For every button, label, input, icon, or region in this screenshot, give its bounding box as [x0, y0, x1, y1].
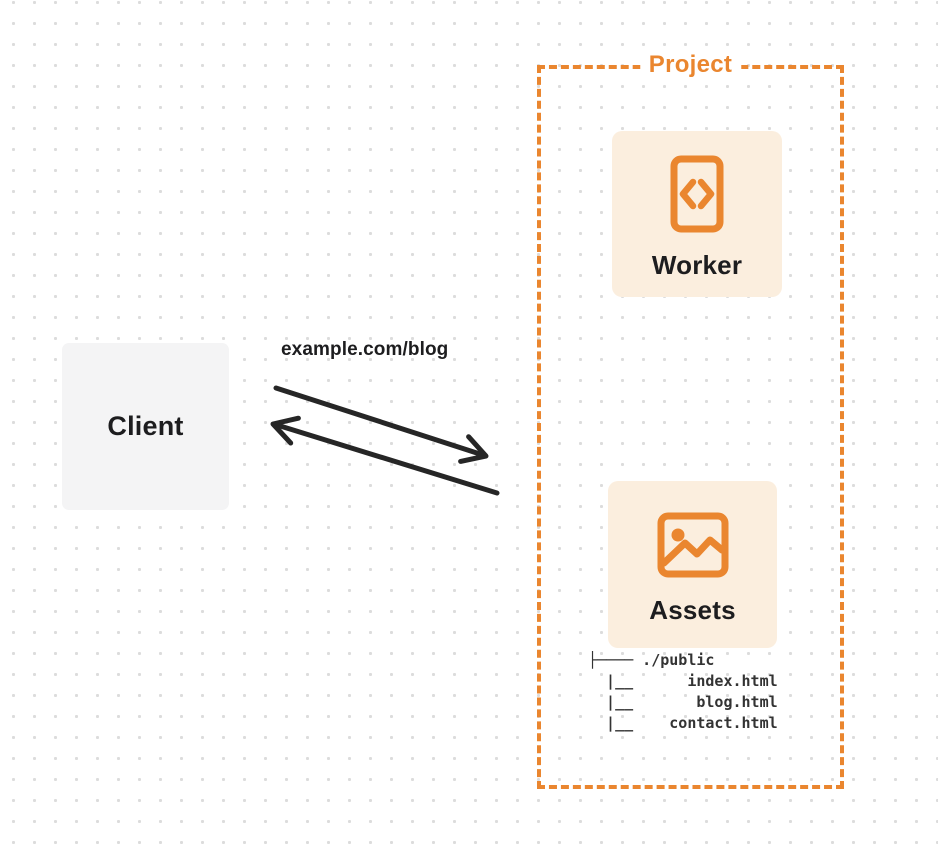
client-label: Client [107, 411, 184, 441]
assets-node: Assets [608, 481, 777, 648]
response-arrow [270, 415, 500, 496]
request-arrow [273, 385, 489, 464]
worker-label: Worker [651, 250, 743, 280]
code-icon [670, 155, 724, 233]
project-label: Project [639, 51, 742, 79]
request-url-label: example.com/blog [281, 339, 449, 360]
image-icon [657, 512, 729, 578]
assets-file-tree: ├──── ./public |__ index.html |__ blog.h… [588, 651, 778, 732]
client-node: Client [62, 343, 229, 510]
worker-node: Worker [612, 131, 782, 297]
project-boundary: Project Worker Assets [537, 51, 844, 789]
assets-label: Assets [649, 595, 736, 625]
